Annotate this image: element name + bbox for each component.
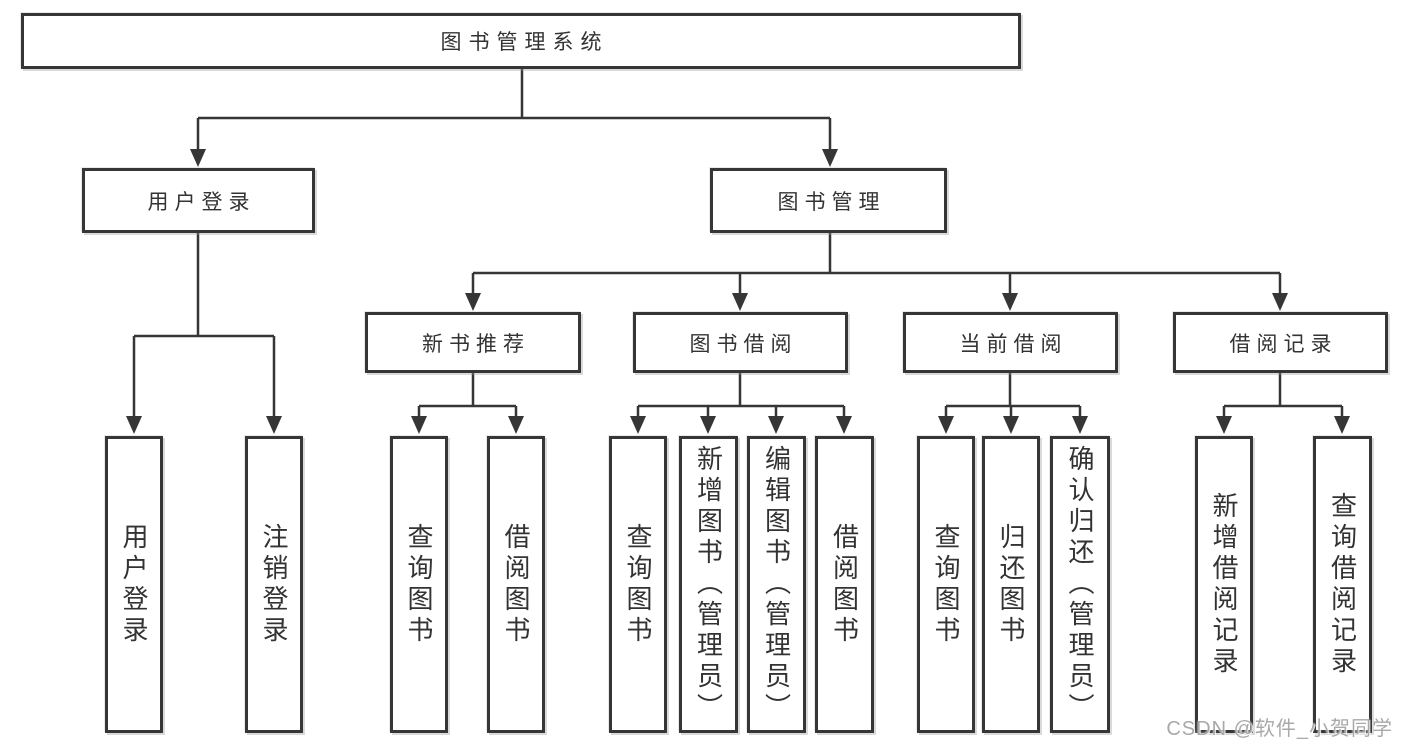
leaf-add-books-admin: 新增图书（管理员） [679,436,738,733]
connector-line-path [132,69,1344,422]
leaf-query-books-current: 查询图书 [917,436,975,733]
leaf-confirm-return-admin: 确认归还（管理员） [1050,436,1110,733]
node-new-book-recommendation: 新书推荐 [365,312,581,373]
leaf-user-login: 用户登录 [105,436,163,733]
leaf-query-books-borrow: 查询图书 [609,436,667,733]
watermark-text: CSDN @软件_小贺同学 [1166,718,1393,740]
leaf-borrow-books: 借阅图书 [815,436,874,733]
node-book-management: 图书管理 [710,168,947,233]
leaf-borrow-books-recommend: 借阅图书 [487,436,545,733]
leaf-logout: 注销登录 [245,436,303,733]
node-user-login: 用户登录 [82,168,315,233]
leaf-query-books-recommend: 查询图书 [390,436,448,733]
leaf-edit-books-admin: 编辑图书（管理员） [747,436,806,733]
node-current-borrowing: 当前借阅 [903,312,1118,373]
leaf-return-books: 归还图书 [982,436,1040,733]
node-book-borrowing: 图书借阅 [633,312,848,373]
leaf-add-borrow-record: 新增借阅记录 [1195,436,1253,733]
node-library-management-system: 图书管理系统 [21,13,1021,69]
leaf-query-borrow-record: 查询借阅记录 [1313,436,1372,733]
node-borrowing-records: 借阅记录 [1173,312,1388,373]
